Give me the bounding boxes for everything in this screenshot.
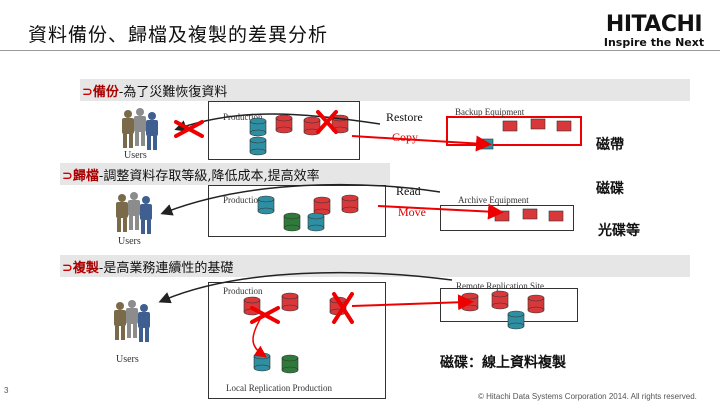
- side-note-optical: 光碟等: [598, 223, 640, 239]
- users-group-icon-1: [122, 108, 158, 150]
- section-band-archive: [60, 163, 390, 185]
- label-remote-replication: Remote Replication Site: [456, 281, 544, 291]
- label-restore: Restore: [386, 110, 423, 124]
- hitachi-logo: HITACHI Inspire the Next: [600, 12, 708, 50]
- label-local-replication: Local Replication Production: [226, 383, 332, 393]
- move-arrow: [377, 203, 504, 220]
- section-band-replication: [60, 255, 690, 277]
- replication-return-arrow: [158, 271, 453, 304]
- disk-icons-backup-production: [249, 114, 349, 156]
- disk-icons-remote-replication: [461, 290, 545, 330]
- users-group-icon-3: [114, 300, 150, 342]
- label-production-archive: Production: [223, 195, 263, 205]
- bullet-arrow-icon: ⊃: [82, 85, 93, 100]
- disk-icons-archive-production: [257, 194, 359, 232]
- section-band-backup: [80, 79, 690, 101]
- disk-icons-backup-equipment: [478, 118, 572, 150]
- section-archive-heading: ⊃歸檔-調整資料存取等級,降低成本,提高效率: [62, 169, 320, 184]
- failure-x-icon-replication: [250, 292, 354, 324]
- section-backup-heading: ⊃備份-為了災難恢復資料: [82, 85, 228, 100]
- disk-icons-replication-production: [243, 292, 347, 374]
- backup-equipment-box: [446, 116, 582, 146]
- production-box-backup: [208, 101, 360, 160]
- disk-icons-archive-equipment: [494, 208, 564, 222]
- label-archive-equipment: Archive Equipment: [458, 195, 529, 205]
- label-users-1: Users: [124, 150, 147, 161]
- label-production-replication: Production: [223, 286, 263, 296]
- bullet-arrow-icon: ⊃: [62, 169, 73, 184]
- read-arrow: [160, 183, 441, 216]
- local-replication-arrow: [252, 315, 267, 358]
- label-production-backup: Production: [223, 112, 263, 122]
- section-replication-heading: ⊃複製-是高業務連續性的基礎: [62, 261, 234, 276]
- title-divider: [0, 50, 720, 51]
- copy-arrow: [351, 135, 492, 152]
- page-number: 3: [4, 386, 9, 395]
- bullet-arrow-icon: ⊃: [62, 261, 73, 276]
- label-users-3: Users: [116, 354, 139, 365]
- label-backup-equipment: Backup Equipment: [455, 107, 525, 117]
- logo-tagline: Inspire the Next: [603, 36, 705, 49]
- page-title: 資料備份、歸檔及複製的差異分析: [28, 24, 329, 46]
- side-note-online-replication: 磁碟：線上資料複製: [440, 355, 566, 371]
- label-users-2: Users: [118, 236, 141, 247]
- production-box-replication: [208, 282, 386, 399]
- side-note-disk: 磁碟: [596, 181, 624, 197]
- copyright: © Hitachi Data Systems Corporation 2014.…: [478, 392, 697, 401]
- logo-brand: HITACHI: [605, 12, 703, 37]
- archive-equipment-box: [440, 205, 574, 231]
- failure-x-icon-backup: [174, 110, 338, 138]
- replication-copy-arrow: [351, 294, 474, 311]
- side-note-tape: 磁帶: [596, 137, 624, 153]
- users-group-icon-2: [116, 192, 152, 234]
